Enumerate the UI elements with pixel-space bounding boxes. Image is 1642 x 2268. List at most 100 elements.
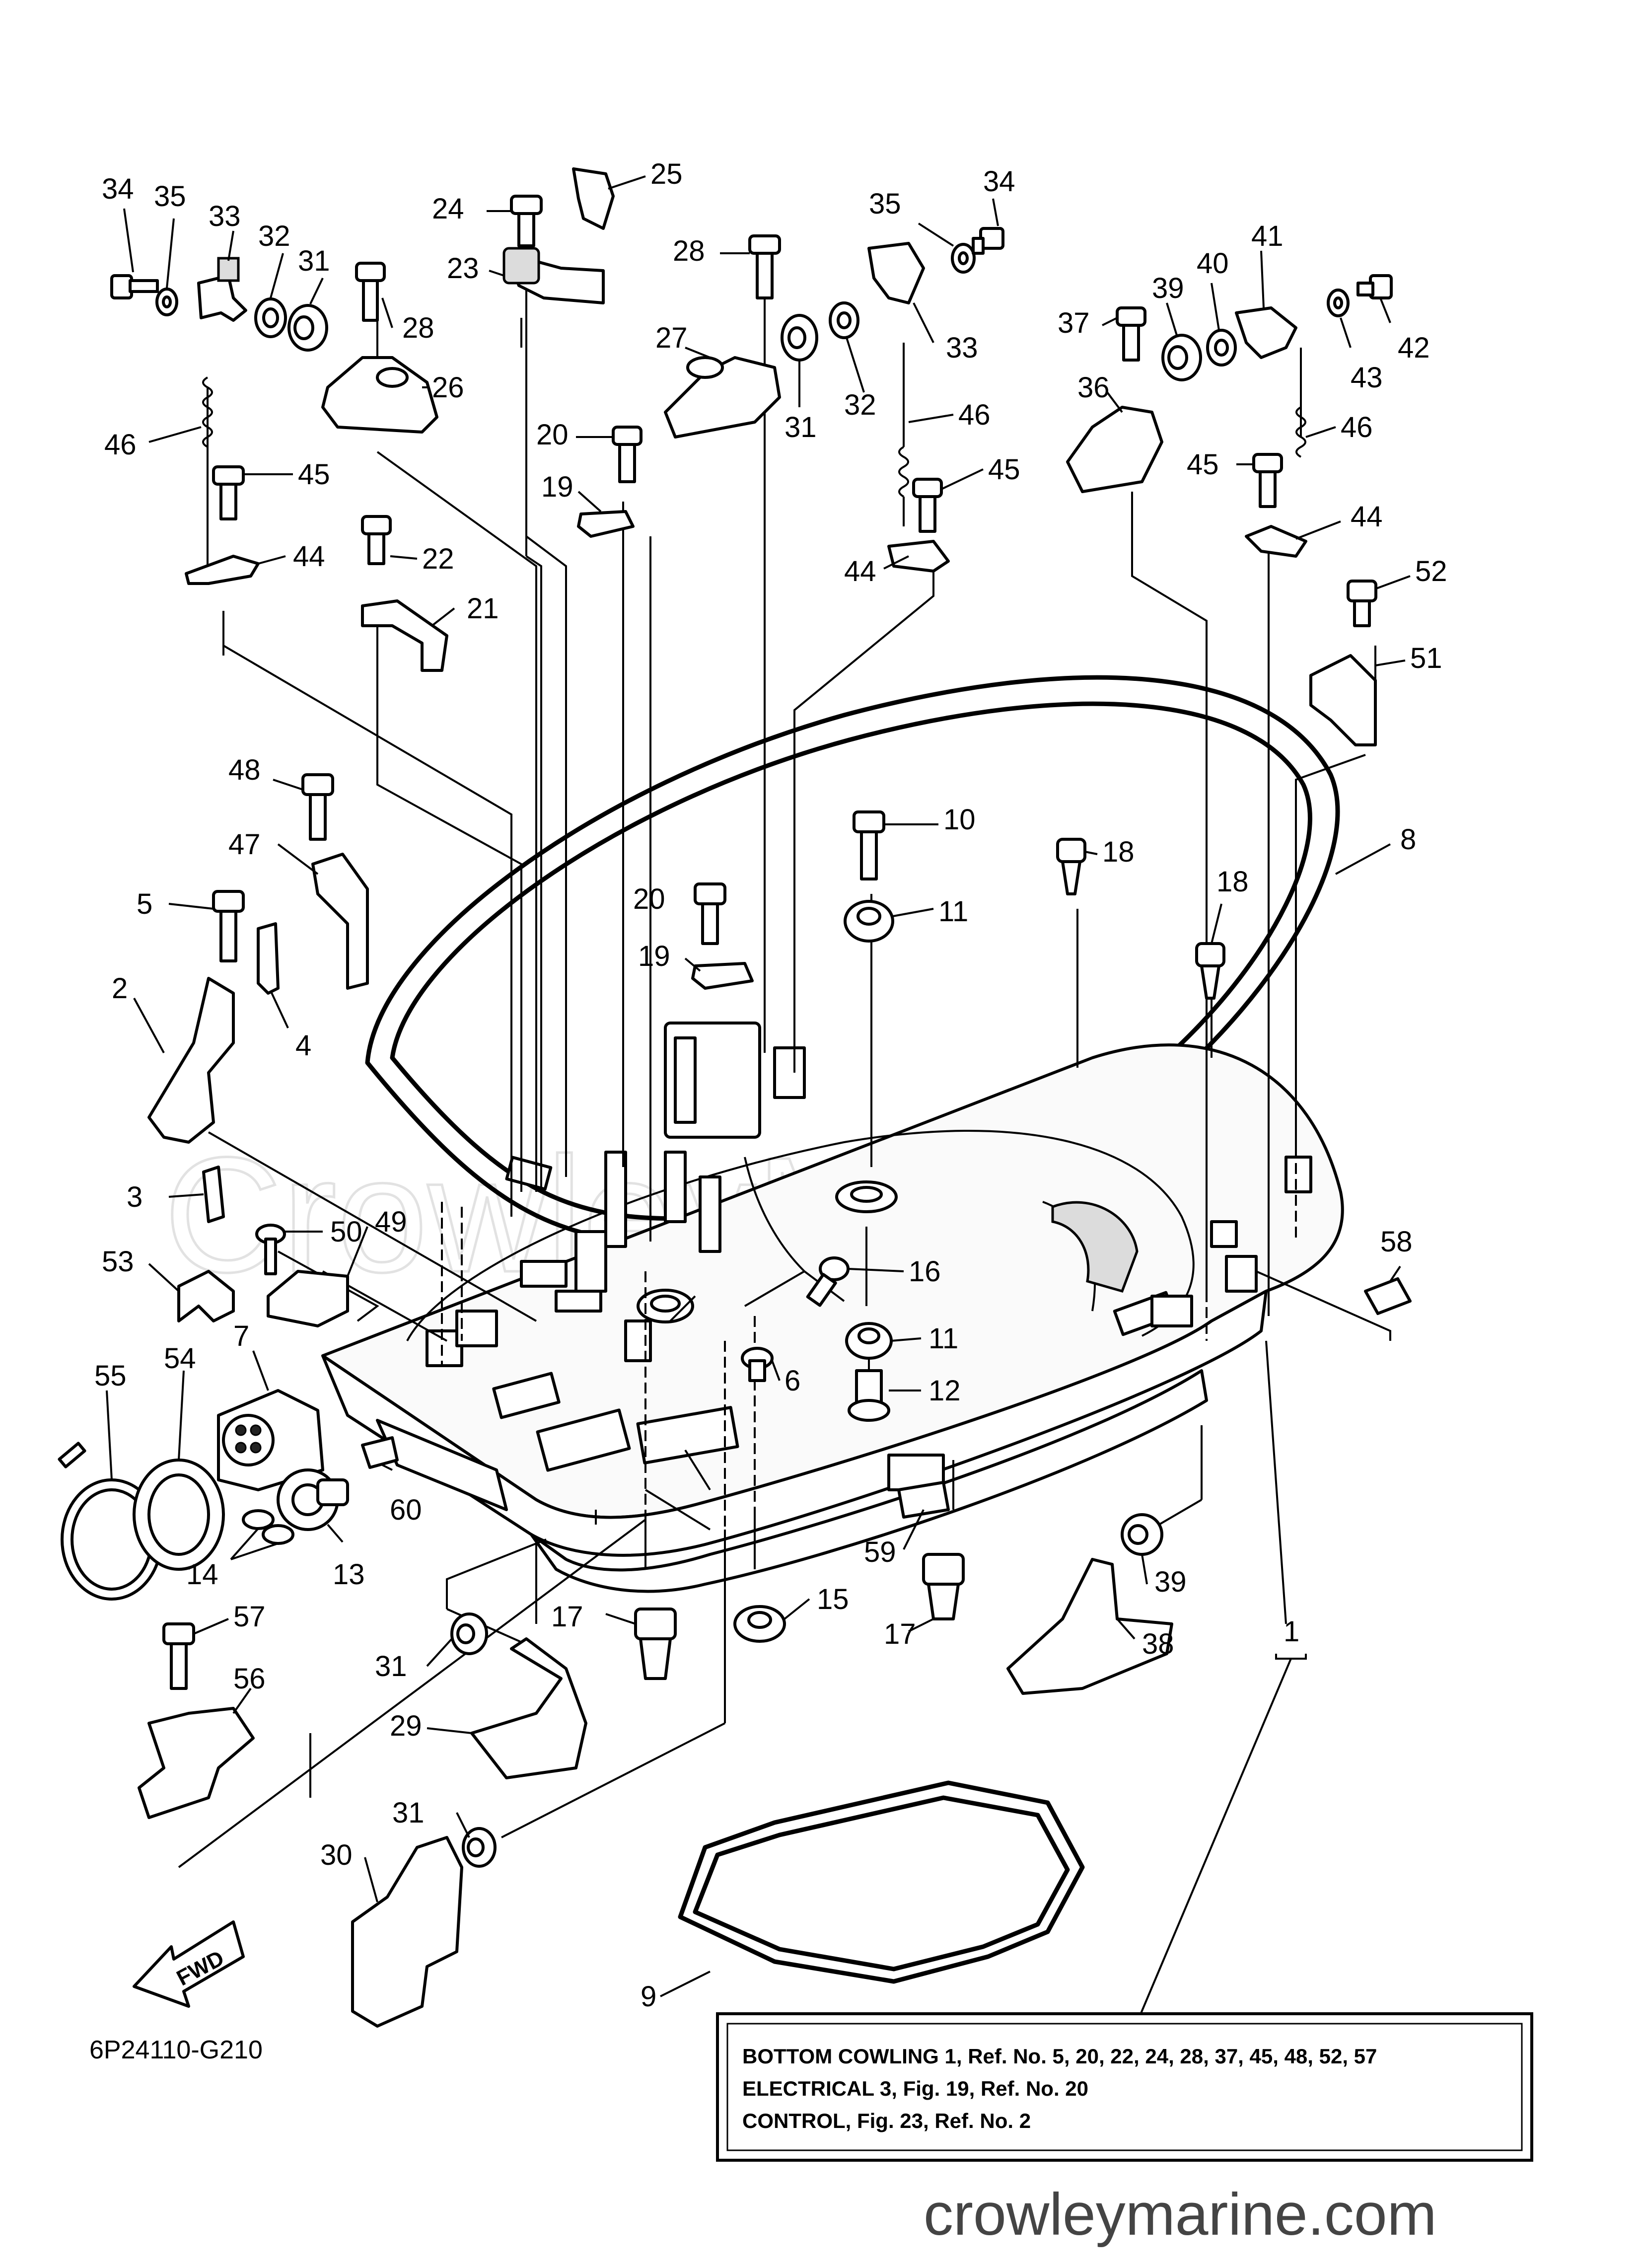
part-32-ring-left <box>254 297 287 338</box>
callout-14: 14 <box>186 1558 218 1591</box>
part-37-screw <box>1116 306 1146 362</box>
callout-33: 33 <box>946 332 978 364</box>
callout-leaders <box>106 175 1411 1997</box>
part-21-plate <box>361 599 448 672</box>
part-52-screw <box>1347 580 1377 627</box>
reference-line-2: ELECTRICAL 3, Fig. 19, Ref. No. 20 <box>742 2077 1088 2100</box>
part-9-seal <box>678 1780 1085 1984</box>
part-26-holder <box>321 356 438 434</box>
callout-31: 31 <box>298 245 330 277</box>
callout-8: 8 <box>1400 823 1416 856</box>
callout-31: 31 <box>785 411 817 443</box>
callout-44: 44 <box>1351 501 1383 533</box>
callout-45: 45 <box>988 453 1020 486</box>
callout-4: 4 <box>295 1029 311 1062</box>
part-47-plate <box>311 853 369 990</box>
reference-box: BOTTOM COWLING 1, Ref. No. 5, 20, 22, 24… <box>716 2012 1533 2162</box>
callout-25: 25 <box>650 158 683 190</box>
callout-51: 51 <box>1410 642 1442 674</box>
callout-32: 32 <box>258 220 290 252</box>
part-7-connector <box>217 1389 324 1491</box>
callout-35: 35 <box>869 188 901 220</box>
part-4-clip <box>257 922 280 995</box>
part-11-grommet-lower <box>845 1322 893 1360</box>
part-40-ring <box>1206 329 1237 366</box>
part-54-boot <box>133 1459 225 1571</box>
callout-34: 34 <box>983 165 1015 198</box>
diagram-code: 6P24110-G210 <box>89 2036 263 2064</box>
callout-38: 38 <box>1142 1628 1174 1660</box>
callout-50: 50 <box>330 1216 362 1248</box>
part-44-bracket-mid <box>887 540 950 573</box>
part-15-grommet <box>733 1605 786 1643</box>
callout-16: 16 <box>909 1255 941 1288</box>
part-17-grommet-right <box>922 1553 965 1620</box>
callout-46: 46 <box>104 429 137 461</box>
part-31-bushing-lower-b <box>462 1827 497 1868</box>
callout-3: 3 <box>127 1181 143 1213</box>
part-49-bracket <box>267 1270 349 1327</box>
part-28-screw-left <box>355 262 386 322</box>
callout-13: 13 <box>333 1558 365 1591</box>
part-56-clip <box>138 1707 255 1819</box>
callout-22: 22 <box>422 543 454 575</box>
part-46-spring-right <box>1295 406 1306 458</box>
part-59-label <box>897 1481 950 1519</box>
callout-59: 59 <box>864 1536 896 1568</box>
site-label: crowleymarine.com <box>924 2181 1437 2248</box>
callout-5: 5 <box>137 888 152 920</box>
callout-57: 57 <box>233 1601 266 1633</box>
part-45-screw-mid <box>912 478 943 533</box>
part-16-fitting <box>806 1256 850 1307</box>
part-19-plate-upper <box>577 510 635 538</box>
part-20-screw-upper <box>612 426 643 483</box>
callout-23: 23 <box>447 252 479 285</box>
callout-24: 24 <box>432 193 464 225</box>
part-35-washer-left <box>155 288 178 316</box>
callout-39: 39 <box>1152 272 1184 304</box>
callout-28: 28 <box>673 235 705 267</box>
callout-45: 45 <box>1187 448 1219 481</box>
part-12-sleeve <box>848 1369 890 1422</box>
part-60-label <box>361 1436 399 1469</box>
part-5-screw <box>212 890 245 962</box>
callout-18: 18 <box>1216 866 1249 898</box>
part-10-screw <box>853 810 885 880</box>
part-39-bushing-lower <box>1121 1513 1163 1556</box>
callout-17: 17 <box>884 1618 916 1650</box>
part-29-lever <box>470 1637 587 1779</box>
callout-32: 32 <box>844 389 876 421</box>
callout-17: 17 <box>551 1601 583 1633</box>
callout-35: 35 <box>154 180 186 213</box>
part-30-handle <box>351 1836 463 2028</box>
callout-40: 40 <box>1197 247 1229 280</box>
callout-6: 6 <box>785 1365 800 1397</box>
part-17-grommet-left <box>634 1608 677 1680</box>
callout-52: 52 <box>1415 555 1447 587</box>
part-42-bolt <box>1356 274 1393 299</box>
callout-48: 48 <box>228 754 261 786</box>
callout-60: 60 <box>390 1494 422 1526</box>
part-44-bracket-left <box>185 555 260 585</box>
callout-11: 11 <box>938 895 968 928</box>
part-46-spring-mid <box>898 446 909 498</box>
part-35-washer-right <box>951 243 976 274</box>
callout-30: 30 <box>320 1839 353 1871</box>
fwd-arrow <box>133 1920 245 2008</box>
callout-27: 27 <box>655 322 688 354</box>
part-34-bolt-left <box>110 274 159 299</box>
part-36-holder <box>1066 406 1163 493</box>
part-41-lever <box>1235 306 1297 359</box>
callout-19: 19 <box>638 940 670 972</box>
part-20-screw-lower <box>694 882 726 945</box>
callout-33: 33 <box>209 200 241 232</box>
part-22-screw <box>361 515 392 565</box>
callout-31: 31 <box>392 1797 425 1829</box>
part-57-screw <box>162 1622 195 1690</box>
callout-21: 21 <box>467 592 499 625</box>
callout-43: 43 <box>1351 362 1383 394</box>
part-39-bushing-upper <box>1161 334 1202 381</box>
callout-37: 37 <box>1058 307 1090 339</box>
callout-36: 36 <box>1077 371 1110 404</box>
